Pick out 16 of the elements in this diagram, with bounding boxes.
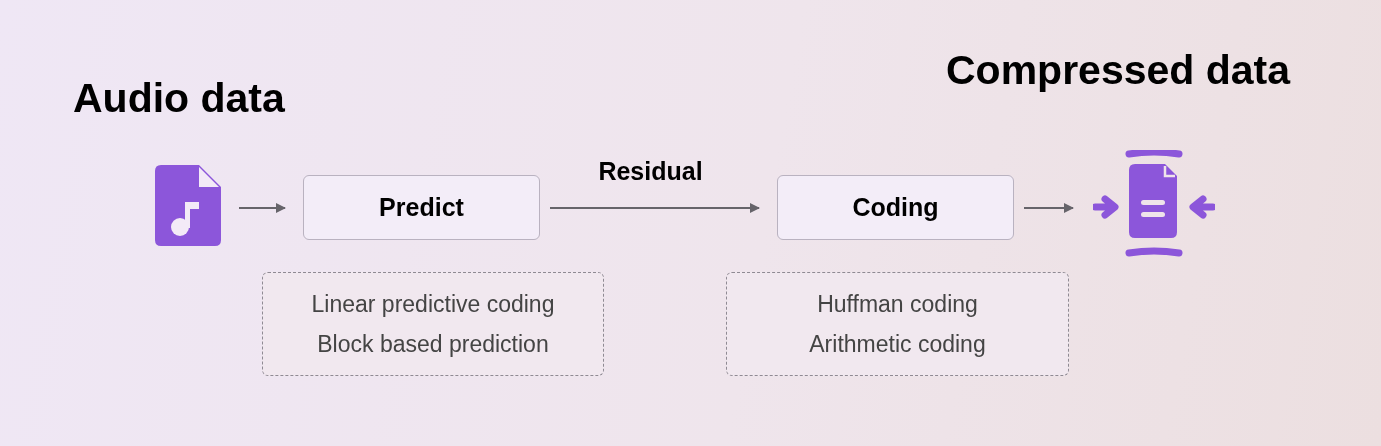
method-text: Arithmetic coding <box>809 330 986 359</box>
method-box <box>726 272 1069 376</box>
edge-label: Residual <box>598 159 703 184</box>
section-heading: Compressed data <box>946 50 1291 91</box>
method-box <box>262 272 604 376</box>
process-box <box>303 175 540 240</box>
arrow <box>549 203 760 213</box>
process-box <box>777 175 1014 240</box>
arrow <box>238 203 286 213</box>
section-heading: Audio data <box>73 78 285 119</box>
process-label: Predict <box>379 191 464 223</box>
method-text: Linear predictive coding <box>311 289 555 319</box>
arrow <box>1023 203 1074 213</box>
method-text: Block based prediction <box>317 330 549 359</box>
method-text: Huffman coding <box>817 289 978 319</box>
process-label: Coding <box>852 191 939 223</box>
